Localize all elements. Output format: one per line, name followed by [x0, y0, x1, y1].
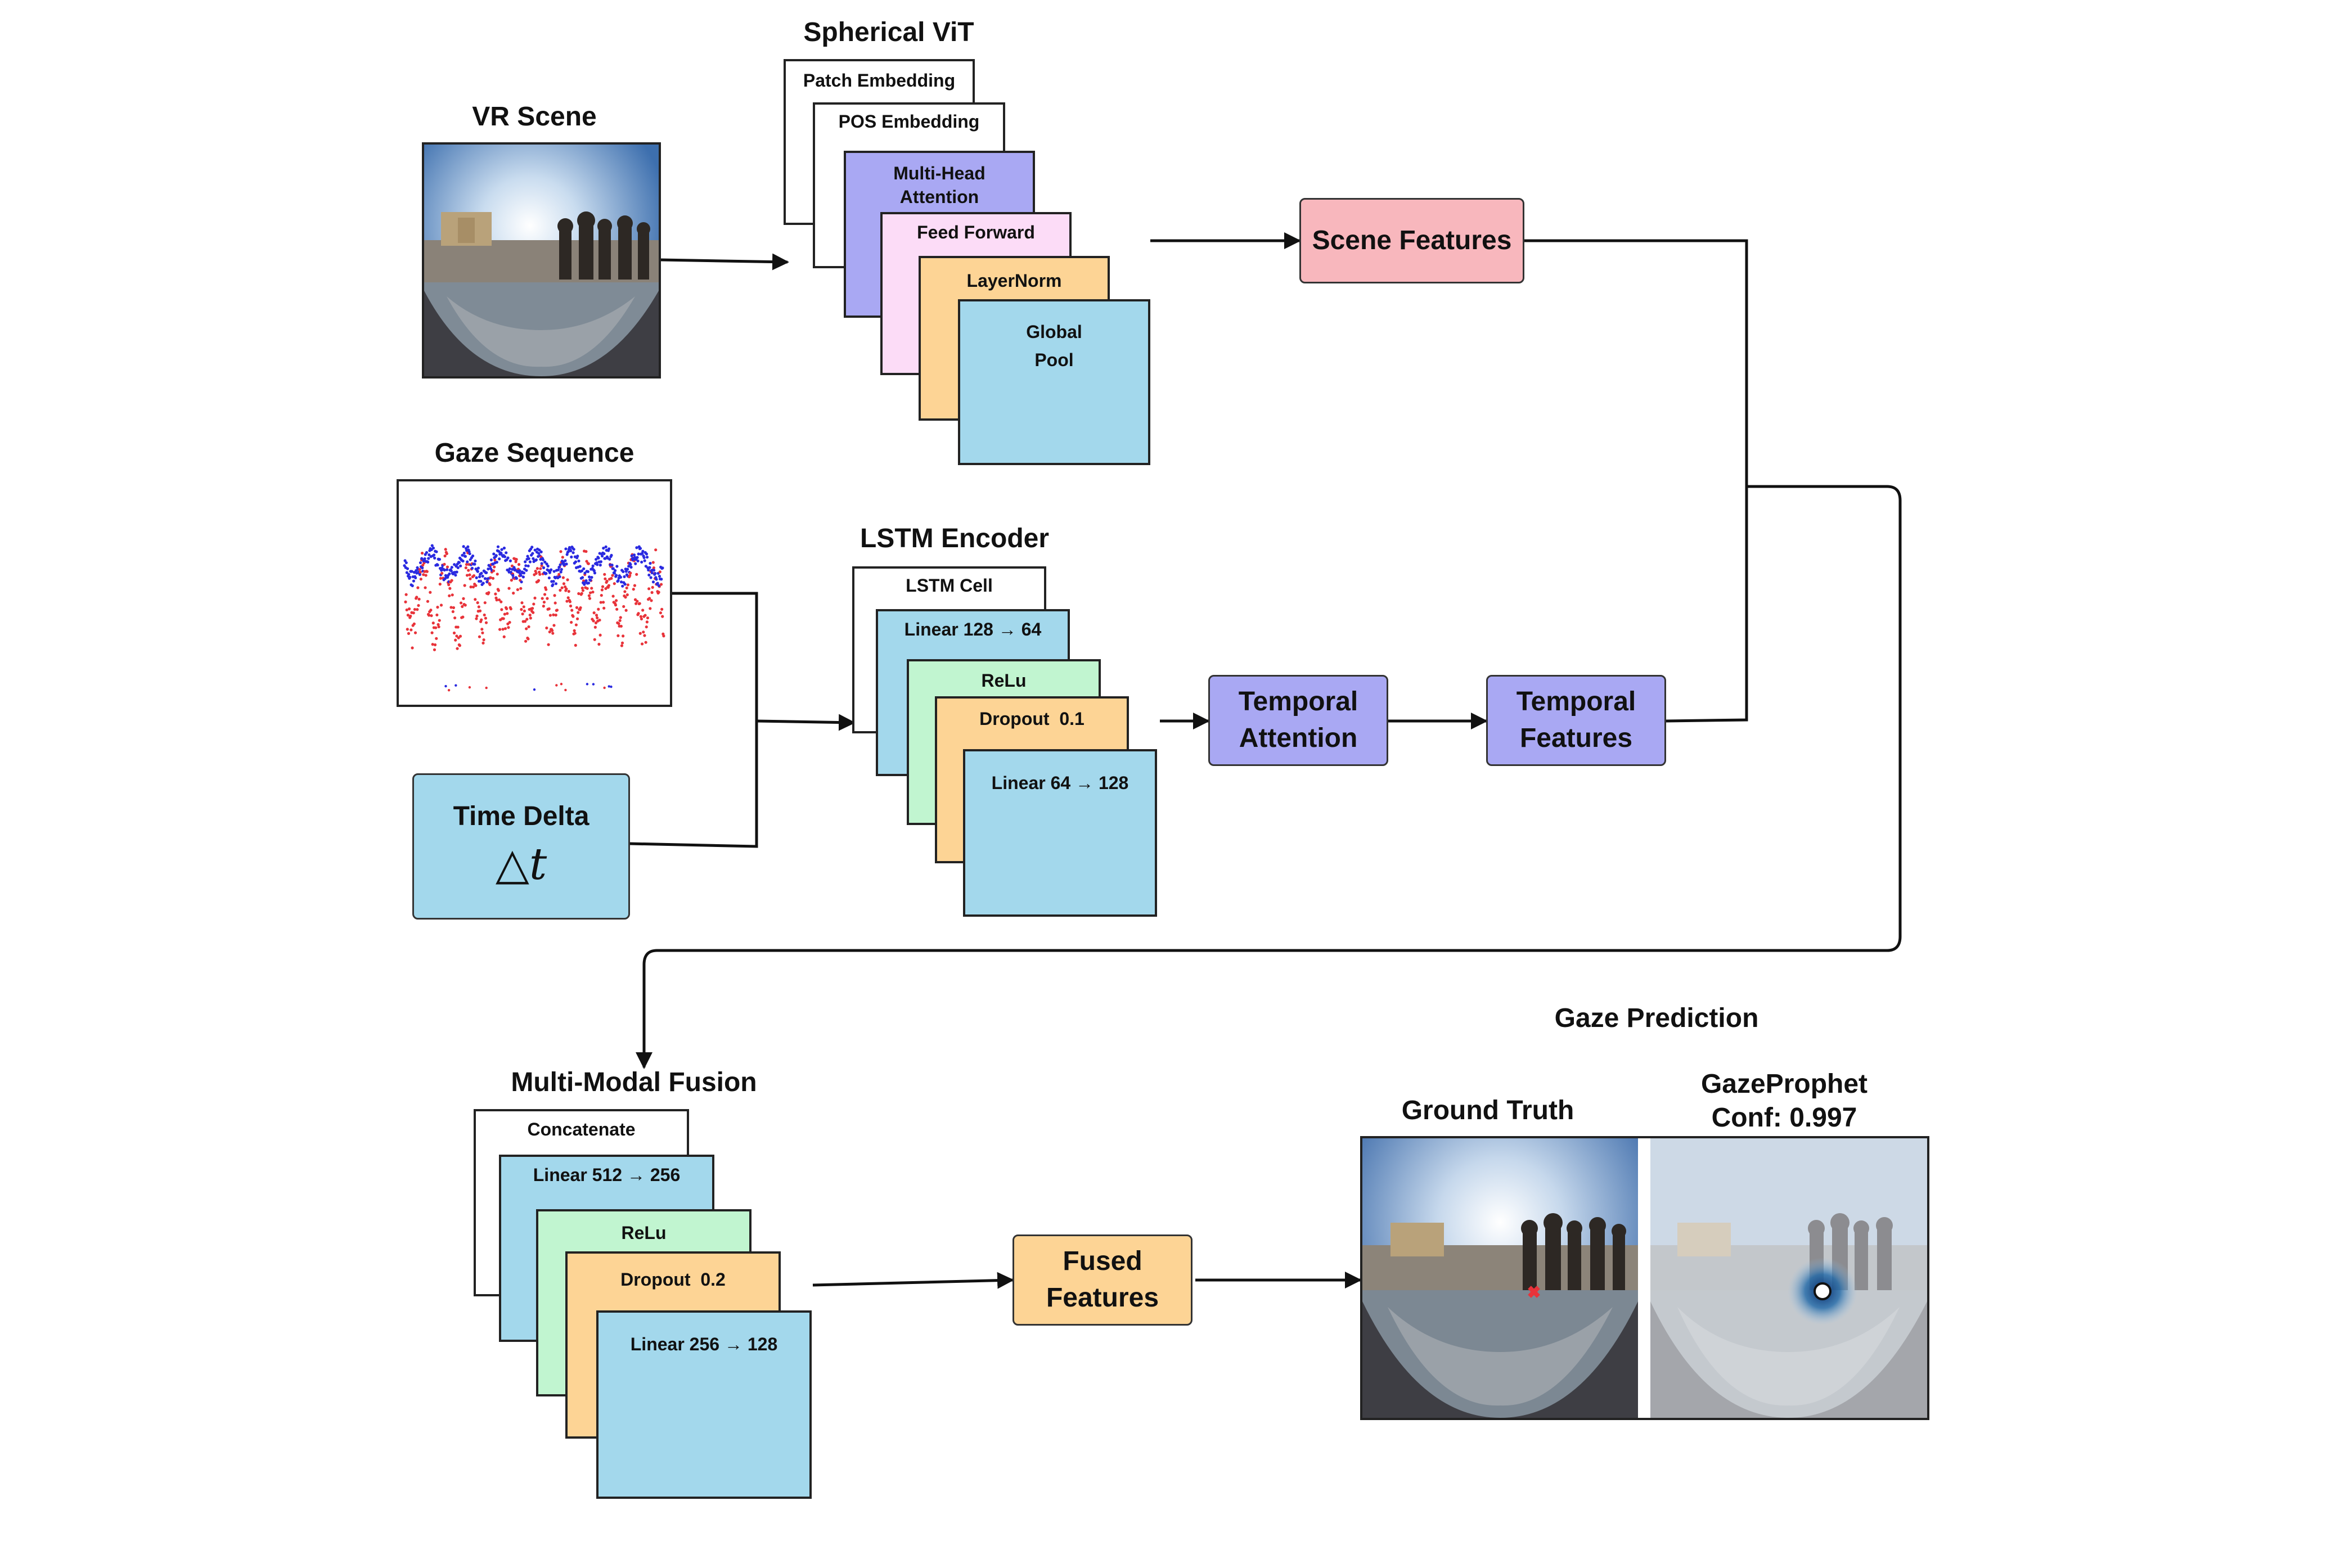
- fusion-title: Multi-Modal Fusion: [511, 1067, 757, 1097]
- ground-truth-image: [1362, 1138, 1638, 1418]
- vr-scene-title: VR Scene: [472, 102, 597, 132]
- ground-truth-marker: [1528, 1286, 1540, 1298]
- fusion-layer-linear-256-128: Linear 256 → 128: [596, 1310, 812, 1499]
- lstm-layer-linear-64-128: Linear 64 → 128: [963, 749, 1157, 917]
- spherical-vit-title: Spherical ViT: [803, 17, 974, 47]
- fused-features-box: Fused Features: [1012, 1234, 1192, 1326]
- lstm-encoder-title: LSTM Encoder: [860, 524, 1050, 553]
- line-scene-features-out: [1524, 239, 1748, 486]
- time-delta-symbol: △t: [495, 839, 547, 890]
- vit-layer-global-pool: Global Pool: [958, 299, 1150, 465]
- predicted-gaze-point: [1814, 1282, 1832, 1300]
- time-delta-label: Time Delta: [453, 801, 590, 831]
- gaze-trace-plot: [403, 544, 665, 692]
- vr-scene-image: [422, 142, 661, 379]
- arrow-merge-to-lstm: [756, 714, 856, 731]
- ground-truth-label: Ground Truth: [1401, 1096, 1574, 1125]
- prediction-image: [1650, 1138, 1927, 1418]
- time-delta-box: Time Delta △t: [412, 773, 630, 920]
- gaze-sequence-plot: [397, 479, 672, 707]
- temporal-attention-box: Temporal Attention: [1208, 675, 1388, 766]
- line-temporal-features-out: [1666, 486, 1748, 723]
- gaze-sequence-title: Gaze Sequence: [434, 438, 634, 468]
- arrow-vr-to-vit: [660, 253, 789, 271]
- confidence-label: Conf: 0.997: [1711, 1103, 1857, 1133]
- gazeprophet-label: GazeProphet: [1700, 1069, 1868, 1099]
- temporal-features-box: Temporal Features: [1486, 675, 1666, 766]
- gaze-prediction-panel: [1360, 1136, 1929, 1420]
- line-gaze-to-merge: [628, 592, 758, 848]
- arrow-fusion-to-fused: [812, 1272, 1014, 1289]
- line-loop-to-fusion: [636, 485, 1902, 1069]
- gaze-prediction-title: Gaze Prediction: [1554, 1003, 1759, 1033]
- scene-features-box: Scene Features: [1299, 198, 1524, 283]
